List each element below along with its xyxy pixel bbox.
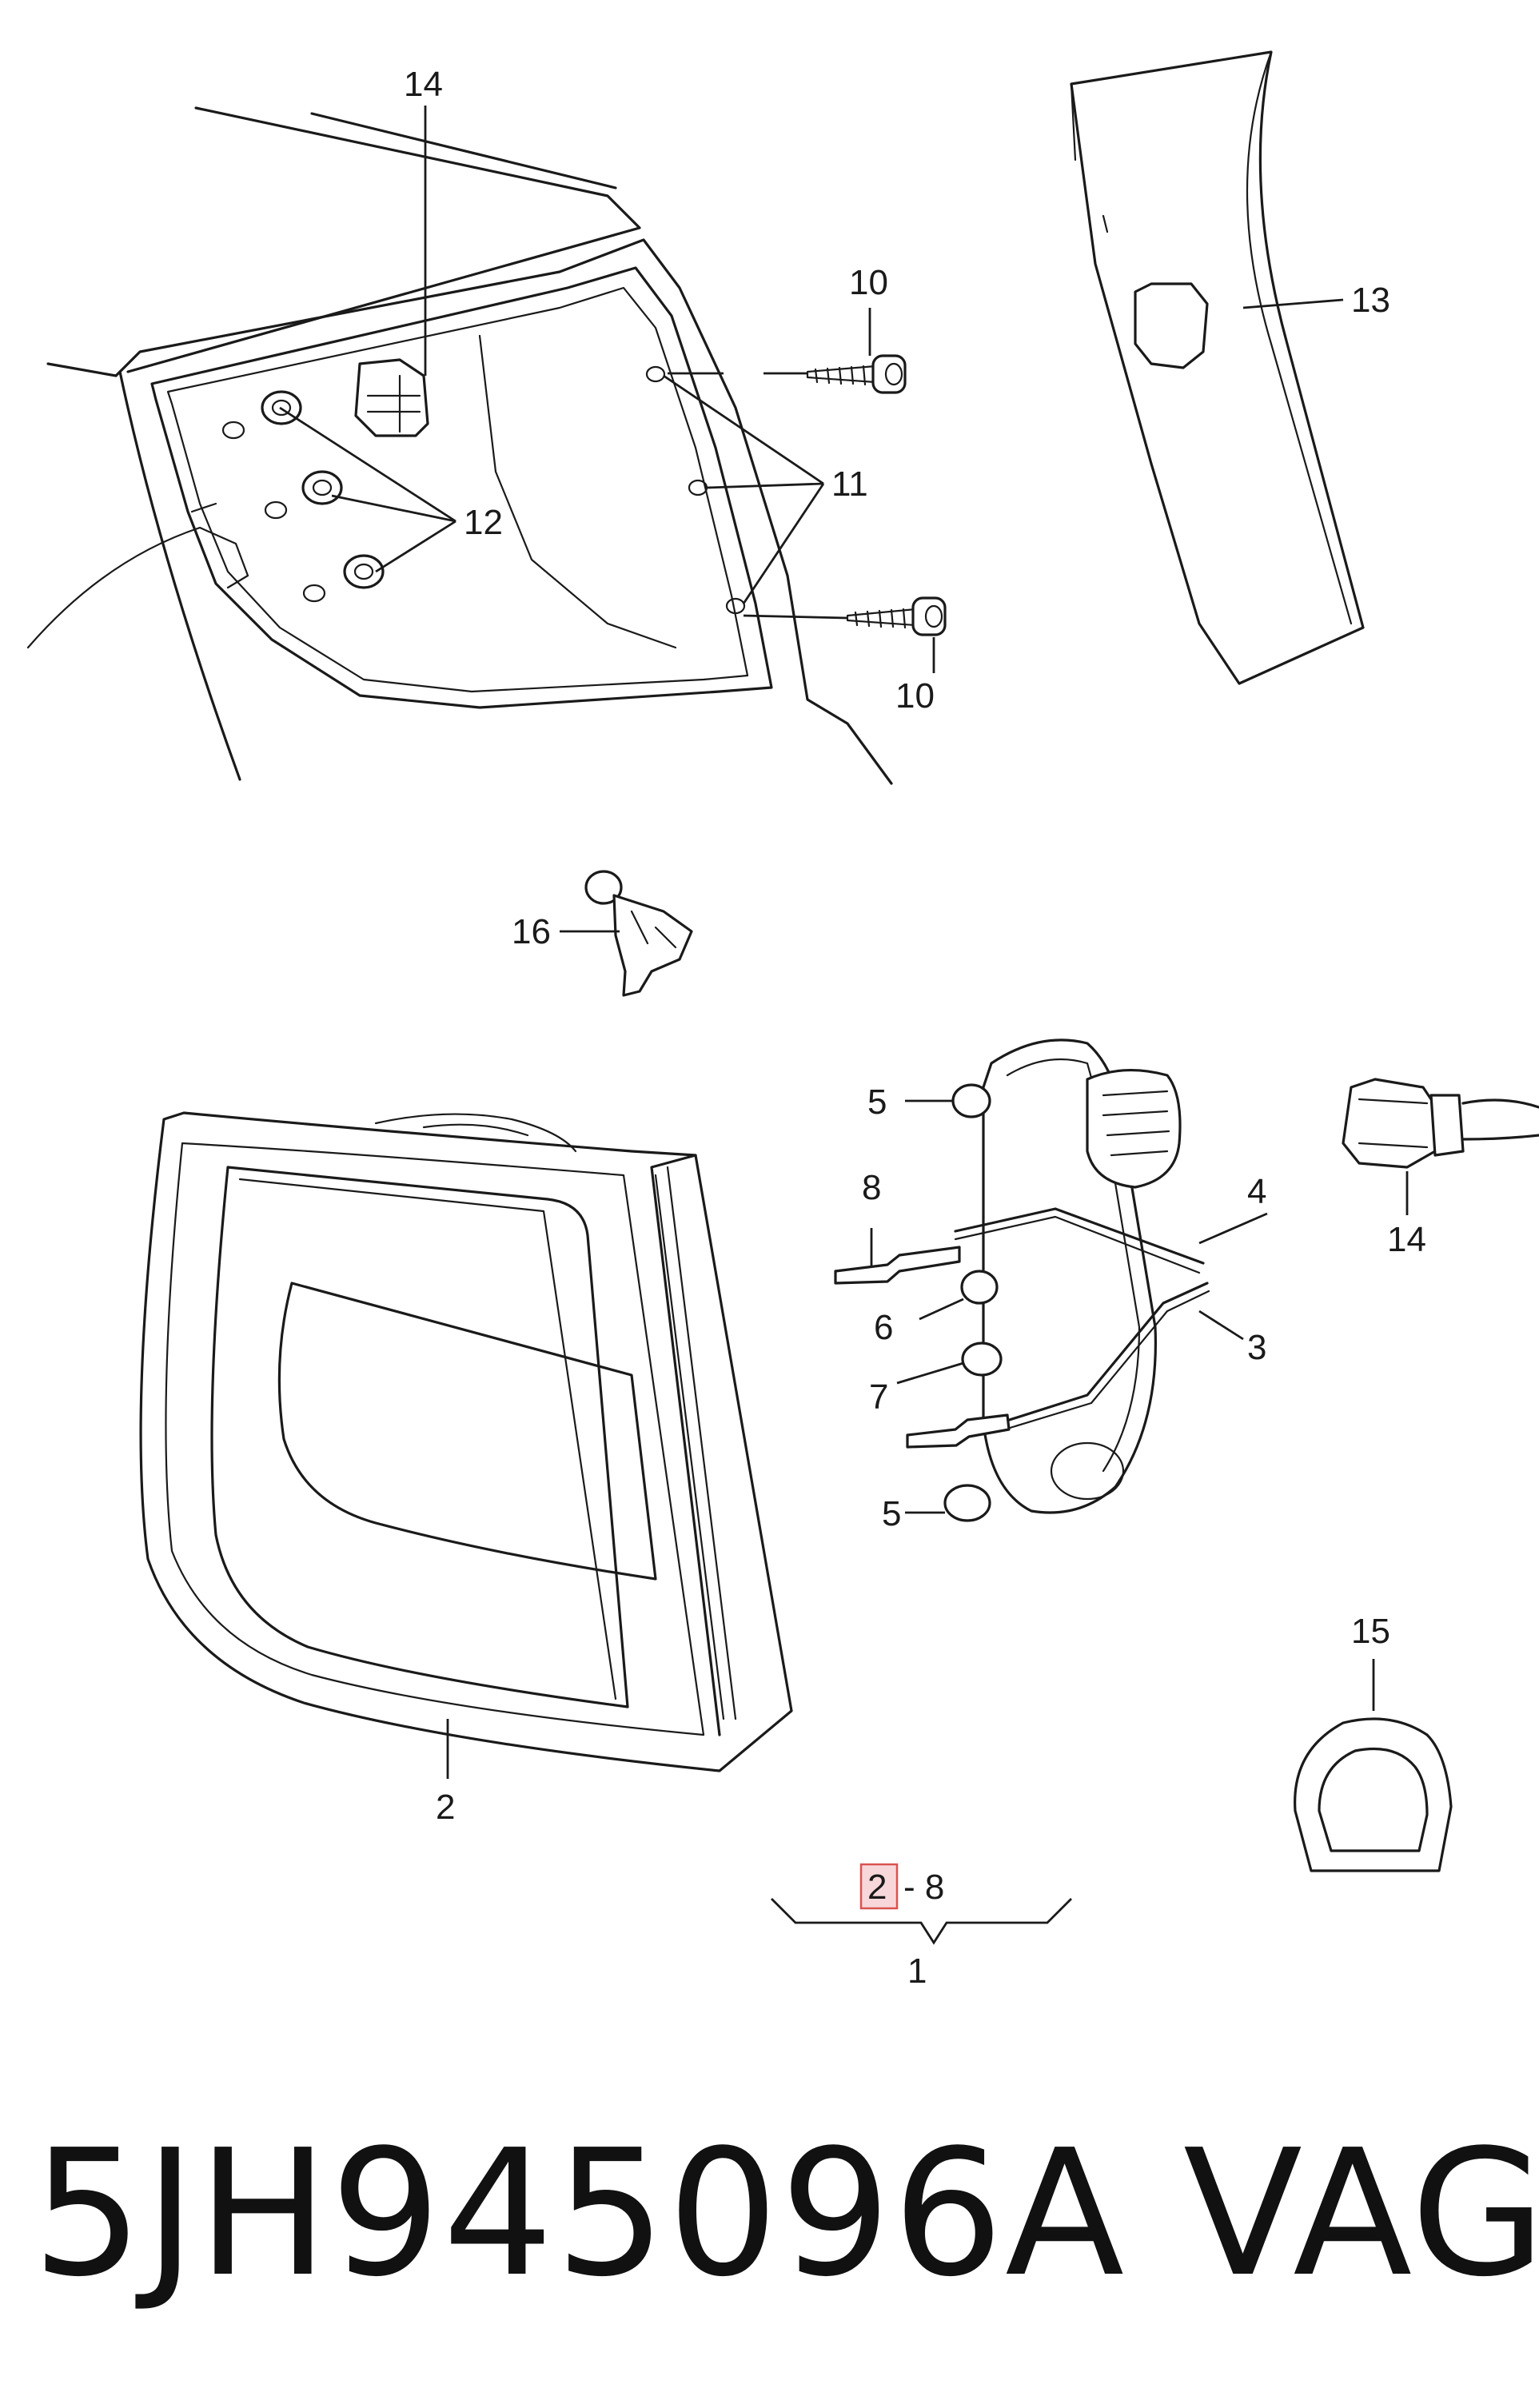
callout-14-right: 14 [1387,1220,1426,1259]
callout-3: 3 [1247,1328,1266,1367]
callout-5-top: 5 [867,1082,887,1122]
bulb-carrier-part [834,1039,1210,1522]
callout-labels: 14 10 13 11 12 10 16 5 4 8 14 6 3 7 5 2 … [404,65,1426,1991]
socket-connector-part [1342,1078,1539,1169]
callout-4: 4 [1247,1172,1266,1211]
callout-14-top: 14 [404,65,443,104]
tail-light-housing-part [139,1111,793,1772]
callout-10-bottom: 10 [895,676,935,716]
trim-panel-part [1070,50,1365,685]
callout-15: 15 [1351,1612,1390,1651]
bulb-holder-part [584,870,693,997]
rear-body-panel [26,106,893,785]
callout-6: 6 [874,1308,893,1347]
part-number-footer: 5JH945096A VAG [32,2111,1539,2318]
callout-12: 12 [464,503,503,542]
callout-8: 8 [862,1168,881,1207]
screw-parts [806,354,947,636]
part-number-text: 5JH945096A [32,2113,1126,2315]
callout-5-bottom: 5 [882,1494,901,1533]
gasket-part [1294,1717,1453,1872]
callout-16: 16 [512,912,551,951]
range-start-label: 2 [867,1868,887,1907]
parts-exploded-diagram: 14 10 13 11 12 10 16 5 4 8 14 6 3 7 5 2 … [26,50,1539,1991]
callout-11: 11 [831,464,868,504]
grommet-parts [261,390,385,589]
range-highlight-box [859,1863,899,1910]
callout-2: 2 [436,1788,455,1827]
brand-text: VAG [1183,2113,1539,2315]
callout-13: 13 [1351,281,1390,320]
callout-7: 7 [869,1377,888,1417]
range-end-label: - 8 [903,1868,944,1907]
connector-clip-part [354,358,429,437]
leader-lines [279,106,1409,1945]
callout-1: 1 [907,1952,927,1991]
callout-10-top: 10 [849,263,888,302]
